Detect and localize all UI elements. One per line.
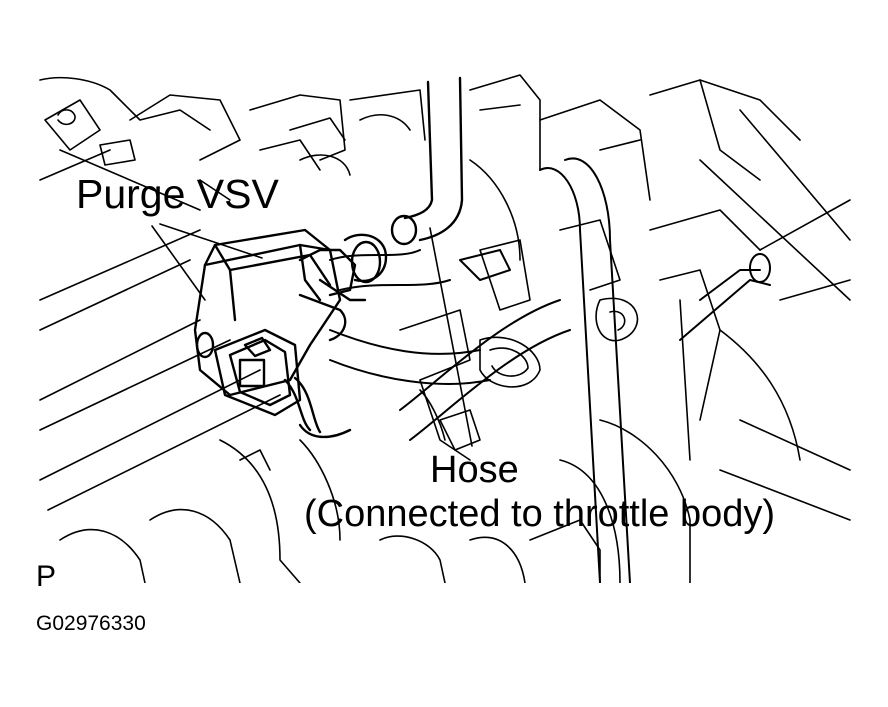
hose	[392, 78, 462, 244]
engine-bay-drawing	[0, 0, 888, 583]
leader-lines	[152, 224, 472, 446]
background-hoses	[330, 158, 770, 583]
figure-id: G02976330	[36, 612, 146, 635]
connector	[215, 330, 350, 437]
view-marker: P	[36, 560, 57, 593]
hose-note-label: (Connected to throttle body)	[304, 493, 776, 535]
purge-vsv-label: Purge VSV	[76, 171, 279, 217]
engine-background-lines	[40, 75, 850, 583]
hose-label: Hose	[430, 449, 519, 491]
purge-vsv	[195, 230, 386, 395]
